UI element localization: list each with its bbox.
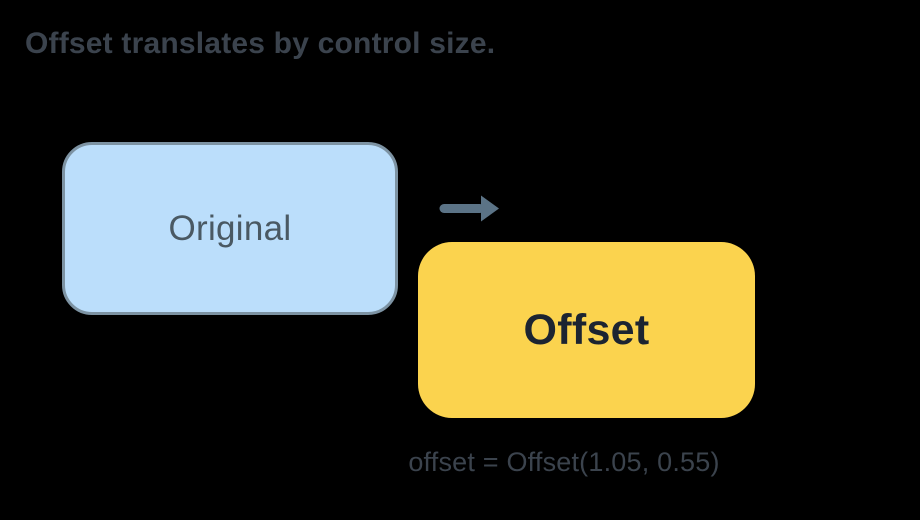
arrow-right-icon [437, 194, 500, 223]
offset-box: Offset [418, 242, 755, 418]
diagram-title: Offset translates by control size. [25, 27, 496, 60]
offset-formula-caption: offset = Offset(1.05, 0.55) [408, 447, 720, 477]
offset-box-label: Offset [523, 305, 650, 354]
original-box: Original [62, 142, 398, 315]
original-box-label: Original [168, 208, 292, 248]
